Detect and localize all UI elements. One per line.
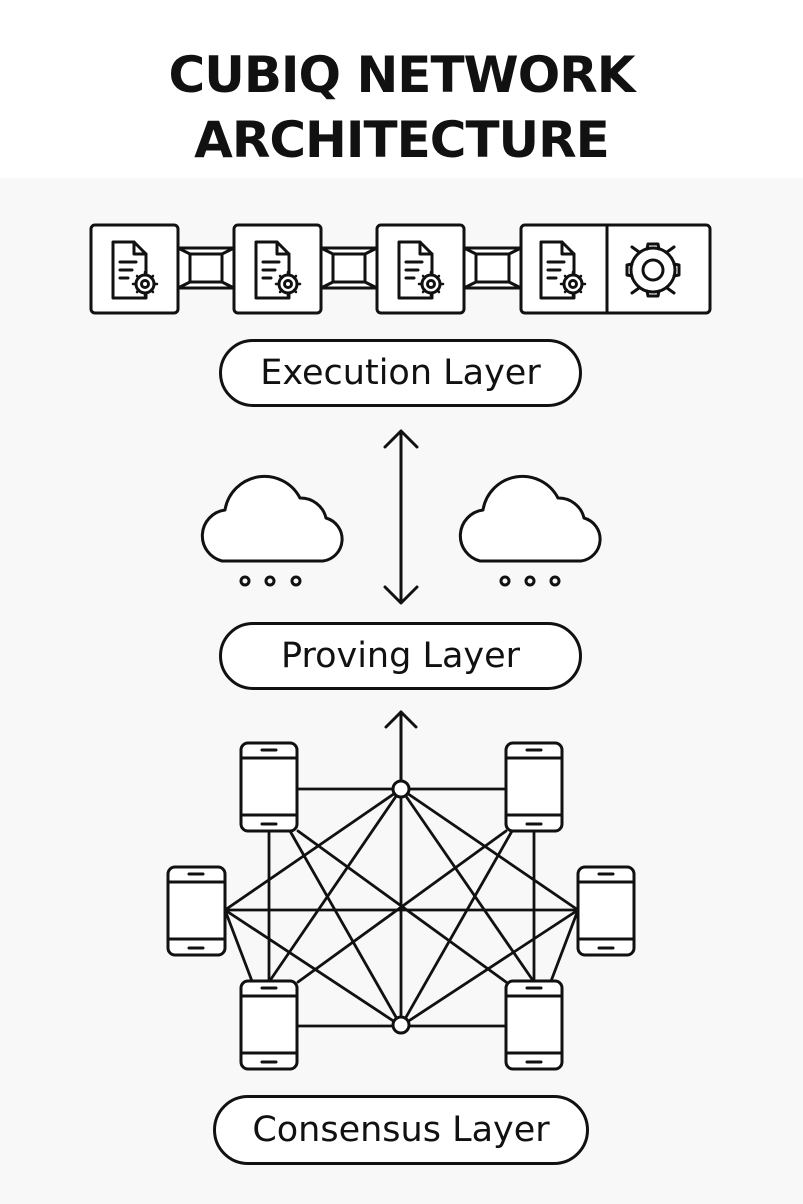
gear-icon	[625, 242, 681, 298]
block-1	[89, 223, 180, 315]
block-2	[232, 223, 323, 315]
document-gear-icon	[397, 240, 445, 300]
block-4	[519, 223, 712, 315]
phone-node-icon	[239, 741, 299, 833]
block-3	[375, 223, 466, 315]
up-arrow	[384, 710, 418, 786]
phone-node-icon	[576, 865, 636, 957]
block-chain	[89, 223, 712, 315]
proving-layer-label: Proving Layer	[219, 622, 582, 690]
phone-node-icon	[239, 979, 299, 1071]
phone-node-icon	[504, 741, 564, 833]
cloud-icon	[200, 474, 344, 587]
chain-connector	[176, 246, 236, 290]
document-gear-icon	[254, 240, 302, 300]
double-arrow	[383, 429, 419, 605]
execution-layer-label: Execution Layer	[219, 339, 582, 407]
cloud-icon	[458, 474, 602, 587]
phone-node-icon	[166, 865, 227, 957]
consensus-layer-label: Consensus Layer	[213, 1095, 589, 1165]
chain-connector	[462, 246, 523, 290]
phone-node-icon	[504, 979, 564, 1071]
page-title-line-2: ARCHITECTURE	[194, 111, 610, 169]
hub-node-top	[391, 779, 411, 799]
hub-node-bottom	[391, 1015, 411, 1035]
document-gear-icon	[539, 240, 587, 300]
page-title-line-1: CUBIQ NETWORK	[168, 46, 636, 104]
document-gear-icon	[111, 240, 159, 300]
chain-connector	[319, 246, 379, 290]
